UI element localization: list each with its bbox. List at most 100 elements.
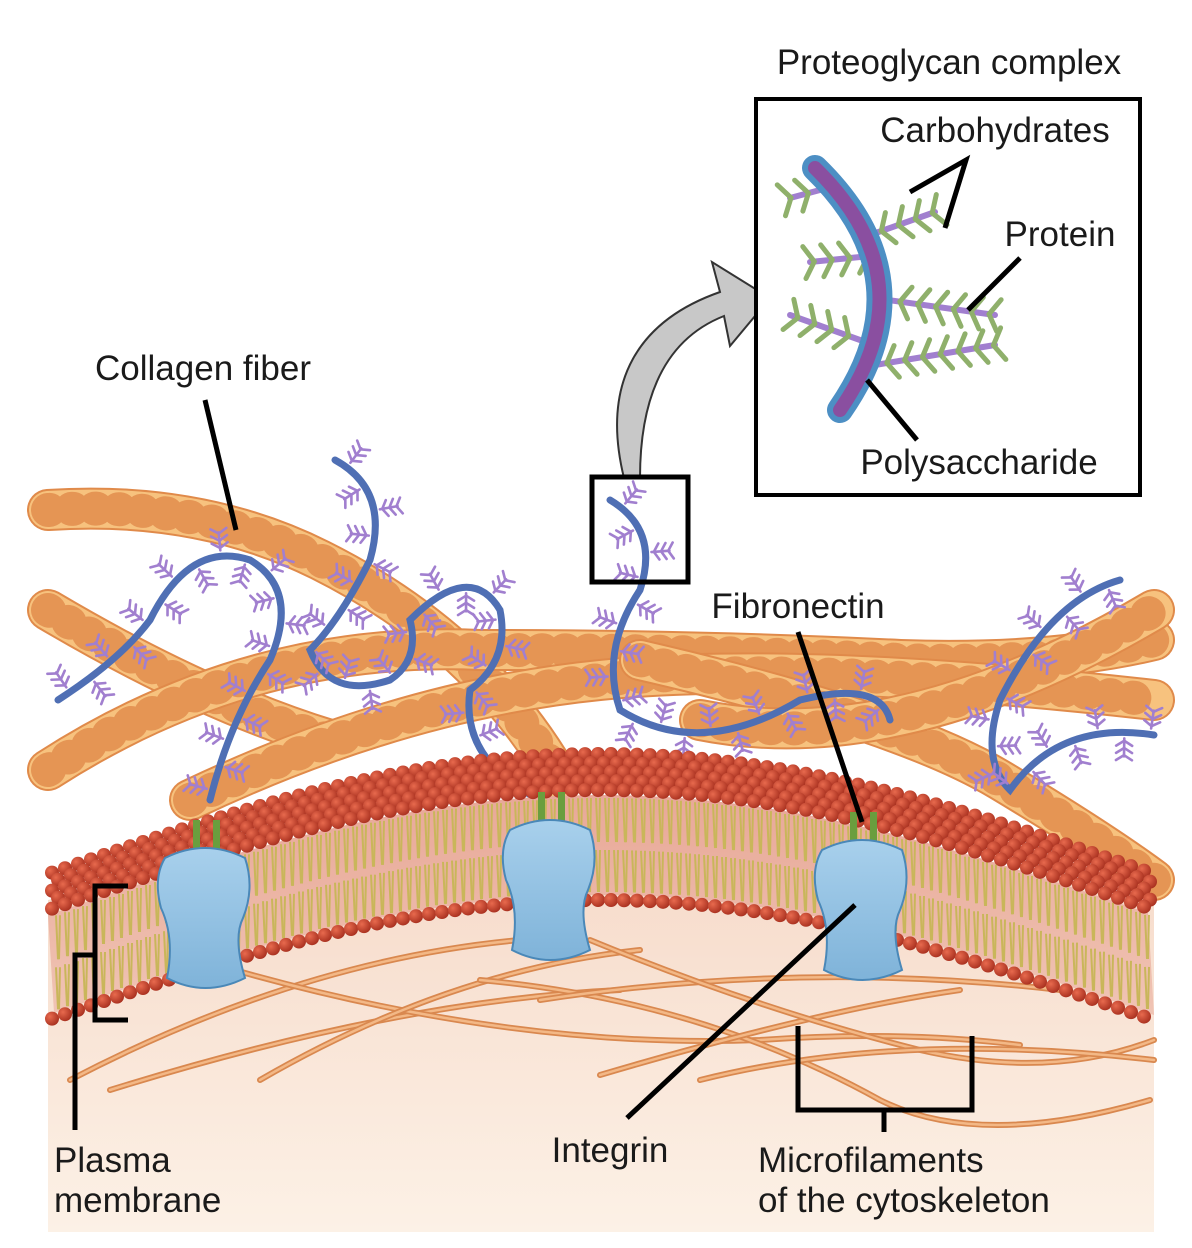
phospholipid-head — [968, 844, 982, 859]
lipid-tail — [919, 895, 923, 939]
carbohydrate-twig — [481, 733, 492, 742]
lipid-tail — [793, 867, 797, 910]
carbohydrate-twig — [244, 713, 256, 722]
carbohydrate-twig — [354, 453, 367, 458]
lipid-tail — [319, 886, 322, 929]
phospholipid-head — [331, 814, 345, 829]
phospholipid-head — [773, 908, 787, 923]
lipid-tail — [1012, 870, 1015, 915]
phospholipid-head — [305, 821, 319, 836]
carbohydrate-twig — [583, 668, 593, 679]
integrin — [156, 820, 251, 989]
carbohydrate-twig — [978, 717, 988, 728]
phospholipid-head — [1033, 974, 1047, 989]
carbohydrate-twig — [1093, 704, 1104, 713]
carbohydrate-twig — [591, 668, 600, 679]
lipid-tail — [1099, 951, 1103, 994]
lipid-tail — [1084, 945, 1087, 988]
carbohydrate-twig — [834, 708, 846, 716]
phospholipid-head — [1007, 856, 1021, 871]
lipid-tail — [481, 805, 484, 850]
carbohydrate-twig — [598, 667, 607, 678]
carbohydrate-twig — [605, 621, 616, 630]
phospholipid-head — [45, 901, 59, 916]
carbohydrate-twig — [381, 562, 393, 570]
carbohydrate-twig — [375, 559, 387, 567]
carbohydrate-twig — [158, 554, 163, 567]
carbohydrate-twig — [240, 572, 250, 583]
carbohydrate-twig — [209, 528, 221, 535]
lipid-tail — [397, 817, 401, 862]
lipid-tail — [1063, 939, 1067, 982]
carbohydrate-twig — [380, 498, 388, 511]
lipid-tail — [811, 818, 815, 863]
carbohydrate-twig — [754, 695, 763, 707]
carbohydrate-twig — [242, 565, 252, 576]
carbohydrate-twig — [258, 643, 269, 653]
carbohydrate-twig — [656, 704, 665, 714]
lipid-tail — [607, 849, 610, 893]
lipid-tail — [436, 811, 439, 856]
carbohydrate-twig — [666, 541, 674, 553]
carbohydrate-twig — [629, 644, 638, 655]
label-collagen-fiber: Collagen fiber — [95, 349, 311, 388]
lipid-tail — [289, 841, 293, 886]
carbohydrate-twig — [256, 632, 262, 645]
lipid-tail — [337, 830, 340, 875]
carbohydrate-twig — [699, 711, 711, 718]
carbohydrate-twig — [1145, 704, 1155, 714]
carbohydrate-twig — [664, 701, 676, 707]
carbohydrate-twig — [1114, 746, 1126, 755]
phospholipid-head — [942, 837, 956, 852]
phospholipid-head — [240, 948, 254, 963]
lipid-tail — [265, 849, 268, 894]
phospholipid-head — [773, 798, 787, 813]
label-protein: Protein — [1005, 215, 1116, 254]
lipid-tail — [775, 812, 779, 857]
carbohydrate-twig — [349, 606, 361, 613]
leader-integrin — [625, 903, 857, 1120]
carbohydrate-twig — [1067, 615, 1080, 620]
carbohydrate-twig — [623, 564, 630, 577]
carbohydrate-chain — [878, 210, 888, 234]
phospholipid-head — [487, 898, 501, 913]
carbohydrate-twig — [355, 609, 367, 617]
lipid-tail — [742, 859, 745, 902]
carbohydrate-twig — [487, 618, 495, 630]
carbohydrate-twig — [339, 660, 349, 670]
carbohydrate-twig — [471, 612, 481, 623]
carbohydrate-twig — [521, 641, 531, 651]
lipid-tail — [316, 886, 320, 930]
phospholipid-head — [903, 936, 917, 951]
phospholipid-head — [682, 896, 696, 911]
carbohydrate-twig — [226, 684, 238, 693]
lipid-tail — [967, 908, 970, 951]
lipid-tail — [292, 893, 295, 936]
carbohydrate-twig — [630, 566, 637, 578]
carbohydrate-chain — [780, 315, 801, 333]
lipid-tail — [370, 874, 374, 917]
carbohydrate-twig — [359, 448, 372, 452]
phospholipid-head — [136, 871, 150, 886]
carbohydrate-twig — [281, 548, 286, 561]
lipid-tail — [154, 934, 158, 977]
lipid-tail — [103, 899, 106, 945]
lipid-tail — [310, 889, 313, 932]
carbohydrate-twig — [240, 765, 251, 774]
carbohydrate-twig — [251, 722, 256, 734]
lipid-tail — [1000, 919, 1004, 962]
lipid-tail — [148, 885, 151, 930]
microfilament-highlight — [478, 978, 1152, 1127]
lipid-tail — [64, 964, 68, 1007]
carbohydrate-chain — [915, 287, 933, 307]
lipid-tail — [463, 807, 466, 852]
lipid-tail — [721, 856, 725, 900]
lipid-tail — [976, 911, 979, 954]
carbohydrate-twig — [210, 724, 216, 737]
carbohydrate-twig — [377, 669, 390, 674]
carbohydrate-twig — [209, 535, 221, 543]
carbohydrate-twig — [94, 681, 107, 686]
carbohydrate-twig — [178, 608, 190, 615]
carbohydrate-twig — [652, 550, 661, 561]
lipid-tail — [256, 851, 259, 896]
